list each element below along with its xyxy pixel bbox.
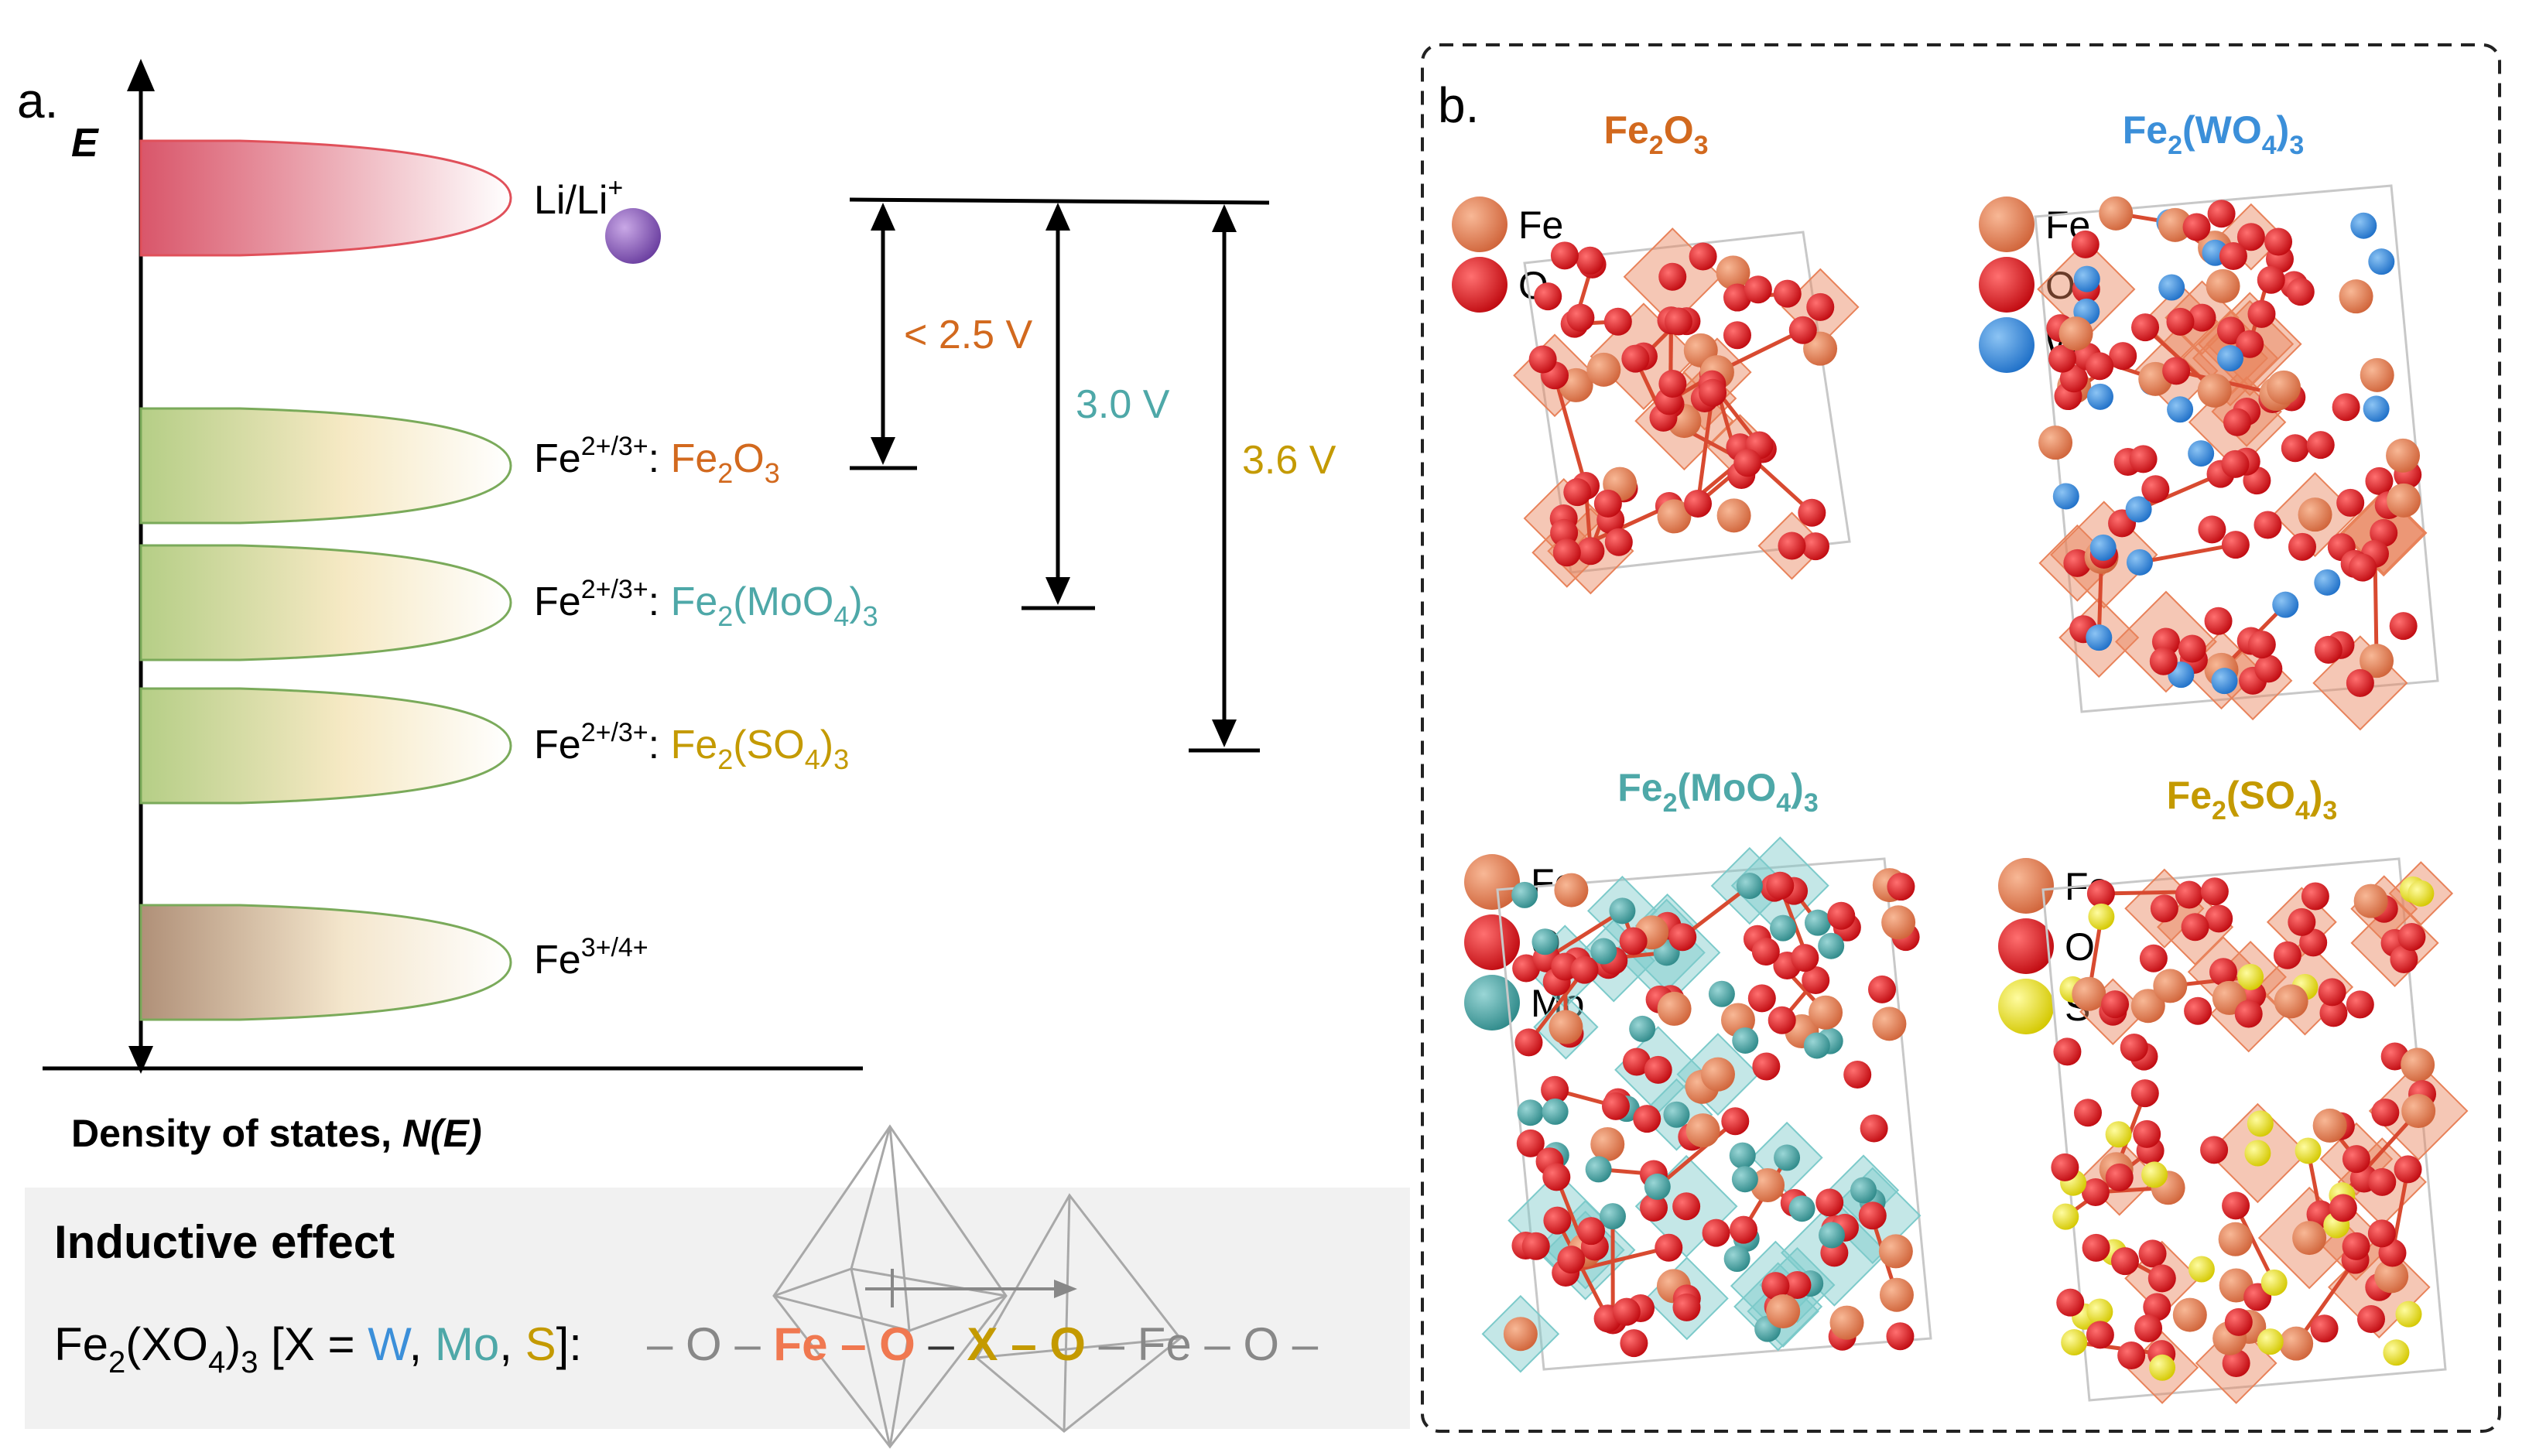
voltage-arrow-fe-moo4 [1045,203,1070,605]
panel-b: b. Fe2​O3​ Fe2​(WO4​)3​ Fe2​(MoO4​)3​ Fe… [1421,43,2501,1433]
crystal-fe-wo4 [2034,184,2439,731]
lithium-ion-icon [605,208,661,264]
bond-chain: – O – Fe – O – X – O – Fe – O – [647,1318,1319,1370]
level-label-fe2o3: Fe2+/3+​: Fe2​O3​ [534,432,780,489]
structure-title-fe-moo4: Fe2​(MoO4​)3​ [1617,766,1819,818]
legend-swatch-o [1979,257,2034,313]
band-fe2o3 [139,407,512,525]
legend-swatch-fe [1464,854,1520,910]
voltage-label-fe-moo4: 3.0 V [1076,382,1170,427]
legend-swatch-o [1452,257,1507,313]
electron-shift-arrow [865,1269,1077,1307]
legend-label-o: O [2045,264,2076,307]
li-label: Li/Li+ [534,173,623,223]
voltage-label-fe-so4: 3.6 V [1242,438,1336,483]
inductive-formula: Fe2​(XO4​)3​ [X = W, Mo, S]: [54,1318,582,1379]
structure-title-fe-wo4: Fe2​(WO4​)3​ [2123,108,2305,160]
band-fe-moo4 [139,544,512,661]
band-fe-so4 [139,687,512,805]
level-label-fe-moo4: Fe2+/3+​: Fe2​(MoO4​)3​ [534,575,878,632]
crystal-structures [1481,184,2469,1404]
legend-swatch-o [1998,918,2054,974]
voltage-label-fe2o3: < 2.5 V [904,313,1033,357]
energy-axis-arrowhead-top [127,59,155,91]
crystal-fe2o3 [1513,227,1860,595]
crystal-fe-moo4 [1481,836,1932,1373]
panel-a: a. E Li/Li+ Fe2+/3+​: Fe2​O3​ Fe2+/3+​: … [17,59,1336,1155]
inductive-effect-box: Inductive effect Fe2​(XO4​)3​ [X = W, Mo… [25,1124,1410,1449]
legend-swatch-fe [1998,858,2054,914]
inductive-effect-title: Inductive effect [54,1216,395,1268]
element-legends: FeOFeOWFeOMoFeOS [1452,197,2110,1034]
legend-swatch-fe [1452,197,1507,252]
legend-swatch-fe [1979,197,2034,252]
legend-label-o: O [2065,925,2095,969]
structure-title-fe-so4: Fe2​(SO4​)3​ [2167,774,2338,825]
panel-b-frame [1421,43,2501,1433]
legend-label-fe: Fe [1518,203,1563,247]
band-fe34 [139,904,512,1021]
structure-title-fe2o3: Fe2​O3​ [1603,108,1708,160]
level-label-fe-so4: Fe2+/3+​: Fe2​(SO4​)3​ [534,718,849,775]
level-label-fe34: Fe3+/4+​ [534,933,649,983]
panel-a-label: a. [17,73,58,128]
energy-axis-arrowhead-bottom [128,1046,153,1074]
panel-b-label: b. [1438,77,1479,133]
energy-axis-label: E [71,121,99,166]
legend-swatch-w [1979,317,2034,373]
voltage-arrow-fe2o3 [871,203,895,465]
tetrahedron-icon [975,1193,1182,1433]
octahedron-icon [772,1124,1008,1449]
dos-axis-label: Density of states, N(E) [71,1112,482,1155]
crystal-fe-so4 [2041,857,2469,1404]
voltage-arrow-fe-so4 [1212,204,1237,747]
band-li [139,139,512,257]
legend-swatch-o [1464,914,1520,970]
inductive-effect-background [25,1188,1410,1429]
legend-swatch-s [1998,979,2054,1034]
li-reference-line [849,197,1270,205]
legend-swatch-mo [1464,975,1520,1030]
